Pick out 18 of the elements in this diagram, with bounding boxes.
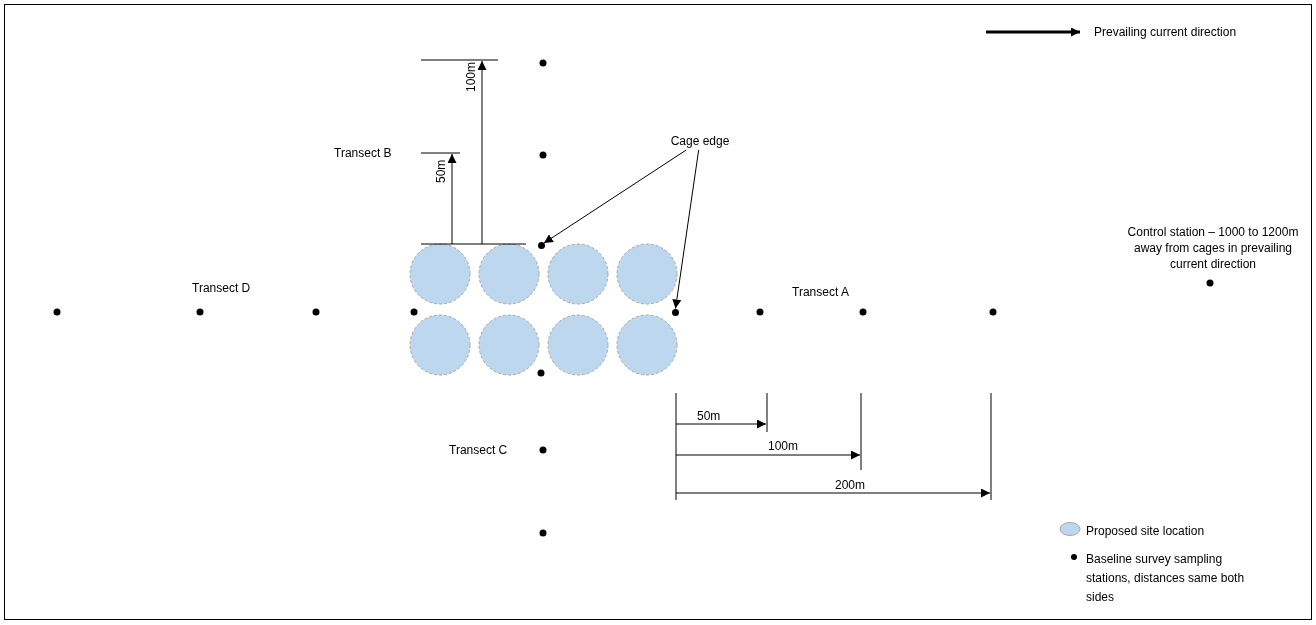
note-text: Control station – 1000 to 1200m away from cages in prevailing current direction [1126,224,1300,272]
station-dot [671,308,679,316]
leader-line [543,149,687,244]
label-text: Transect D [192,281,251,295]
label-text: 50m [697,409,721,423]
label-text: Transect A [792,285,849,299]
dimension-label: 50m [434,159,448,183]
legend-text: Baseline survey sampling stations, distances same both sides [1086,551,1246,606]
label-text: 100m [768,439,799,453]
legend-text: Proposed site location [1086,523,1206,540]
label-text: Transect C [449,443,508,457]
label-text: 200m [835,478,866,492]
callout-text: Cage edge [660,132,740,150]
direction-label: Prevailing current direction [1094,25,1237,39]
label-text: Transect B [334,146,392,160]
station-dot [537,241,545,249]
leader-line [672,149,700,310]
dimension-label: 100m [464,61,478,92]
